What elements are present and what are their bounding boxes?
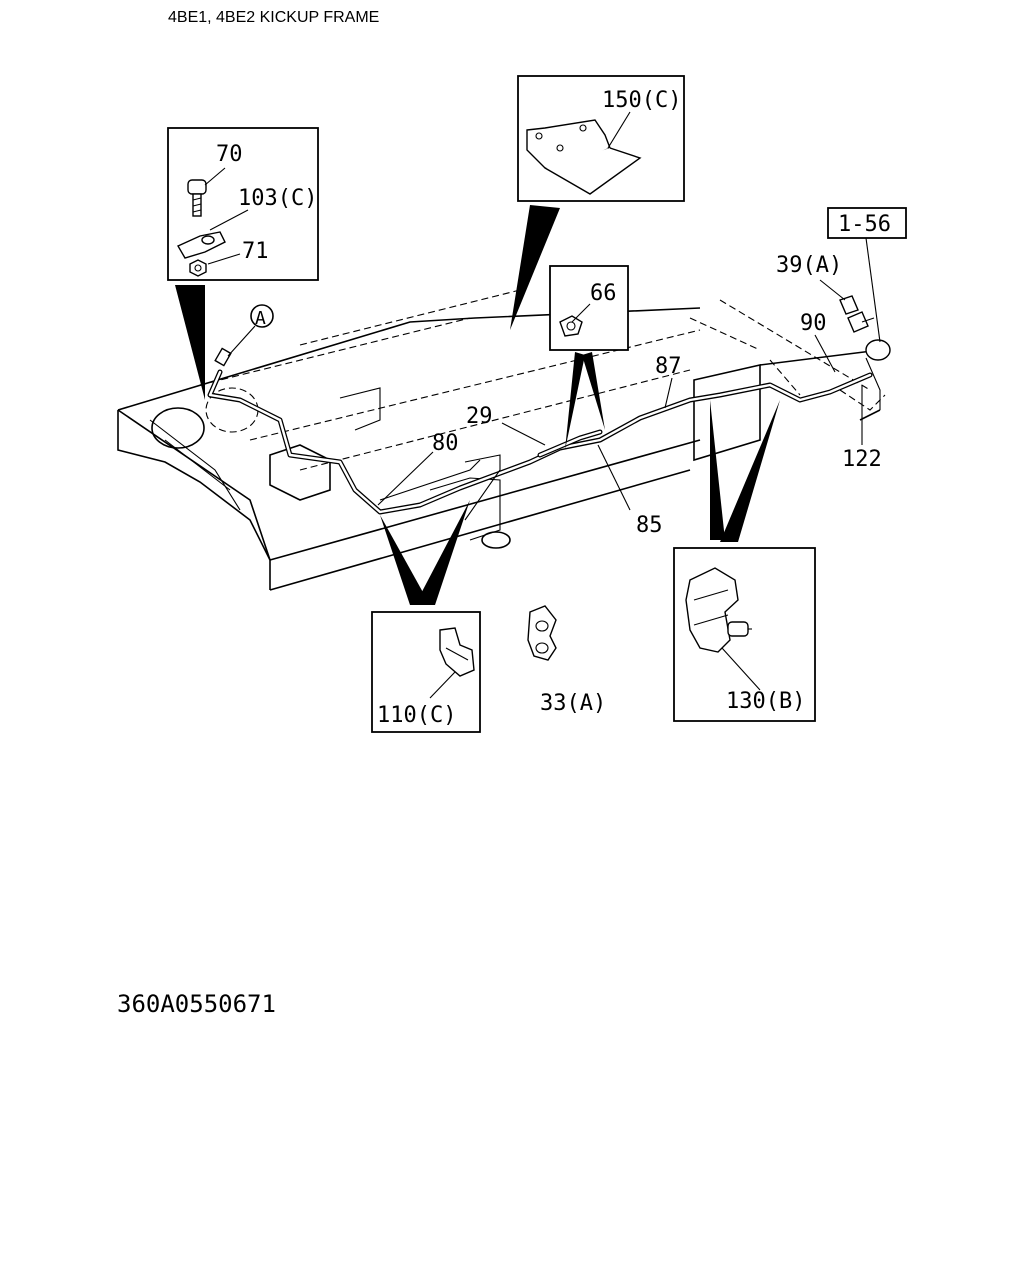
- label-29: 29: [466, 404, 493, 429]
- inset-fastener-kit: 70 103(C) 71: [167, 127, 319, 281]
- label-110c: 110(C): [377, 703, 456, 728]
- connector-130-icon: [685, 567, 752, 653]
- callout-wedge-130-right: [720, 400, 780, 542]
- clip-icon: [559, 315, 583, 337]
- label-150c: 150(C): [602, 88, 681, 113]
- label-103c: 103(C): [238, 186, 317, 211]
- detail-marker-a: A: [227, 304, 274, 357]
- clip-110-icon: [439, 627, 475, 677]
- label-66: 66: [590, 281, 617, 306]
- diagram-title: 4BE1, 4BE2 KICKUP FRAME: [168, 9, 379, 26]
- diagram-code: 360A0550671: [117, 990, 276, 1018]
- bolt-icon: [187, 179, 207, 217]
- label-70: 70: [216, 142, 243, 167]
- inset-bracket: 150(C): [517, 75, 685, 202]
- callout-wedge-66-left: [565, 352, 585, 450]
- callout-wedge-130-left: [710, 400, 725, 540]
- label-71: 71: [242, 239, 269, 264]
- inset-clip-66: 66: [549, 265, 629, 351]
- inset-connector-130b: 130(B): [673, 547, 816, 722]
- reference-1-56: 1-56: [827, 207, 907, 343]
- label-87: 87: [655, 354, 682, 379]
- label-90: 90: [800, 311, 827, 336]
- label-122: 122: [842, 447, 882, 472]
- callout-wedge-110-left: [380, 515, 430, 605]
- label-80: 80: [432, 431, 459, 456]
- callout-wedge-bracket: [510, 205, 560, 330]
- union-fitting-a: [214, 347, 232, 367]
- connector-39a: 39(A): [776, 253, 875, 333]
- label-39a: 39(A): [776, 253, 842, 278]
- callout-wedge-110-right: [415, 500, 470, 605]
- nut-icon: [189, 259, 207, 277]
- clamp-33a: 33(A): [527, 605, 606, 716]
- brake-pipe: [207, 369, 873, 521]
- label-85: 85: [636, 513, 663, 538]
- hose-joint: [865, 339, 891, 410]
- label-33a: 33(A): [540, 691, 606, 716]
- label-1-56: 1-56: [838, 212, 891, 237]
- callout-wedge-fastener: [175, 285, 205, 400]
- label-130b: 130(B): [726, 689, 805, 714]
- callout-wedge-66-right: [582, 352, 605, 430]
- clamp-icon: [177, 231, 226, 259]
- inset-clip-110c: 110(C): [371, 611, 481, 733]
- label-a: A: [255, 308, 266, 329]
- kickup-frame: [117, 289, 886, 591]
- bracket-plate-icon: [526, 119, 642, 195]
